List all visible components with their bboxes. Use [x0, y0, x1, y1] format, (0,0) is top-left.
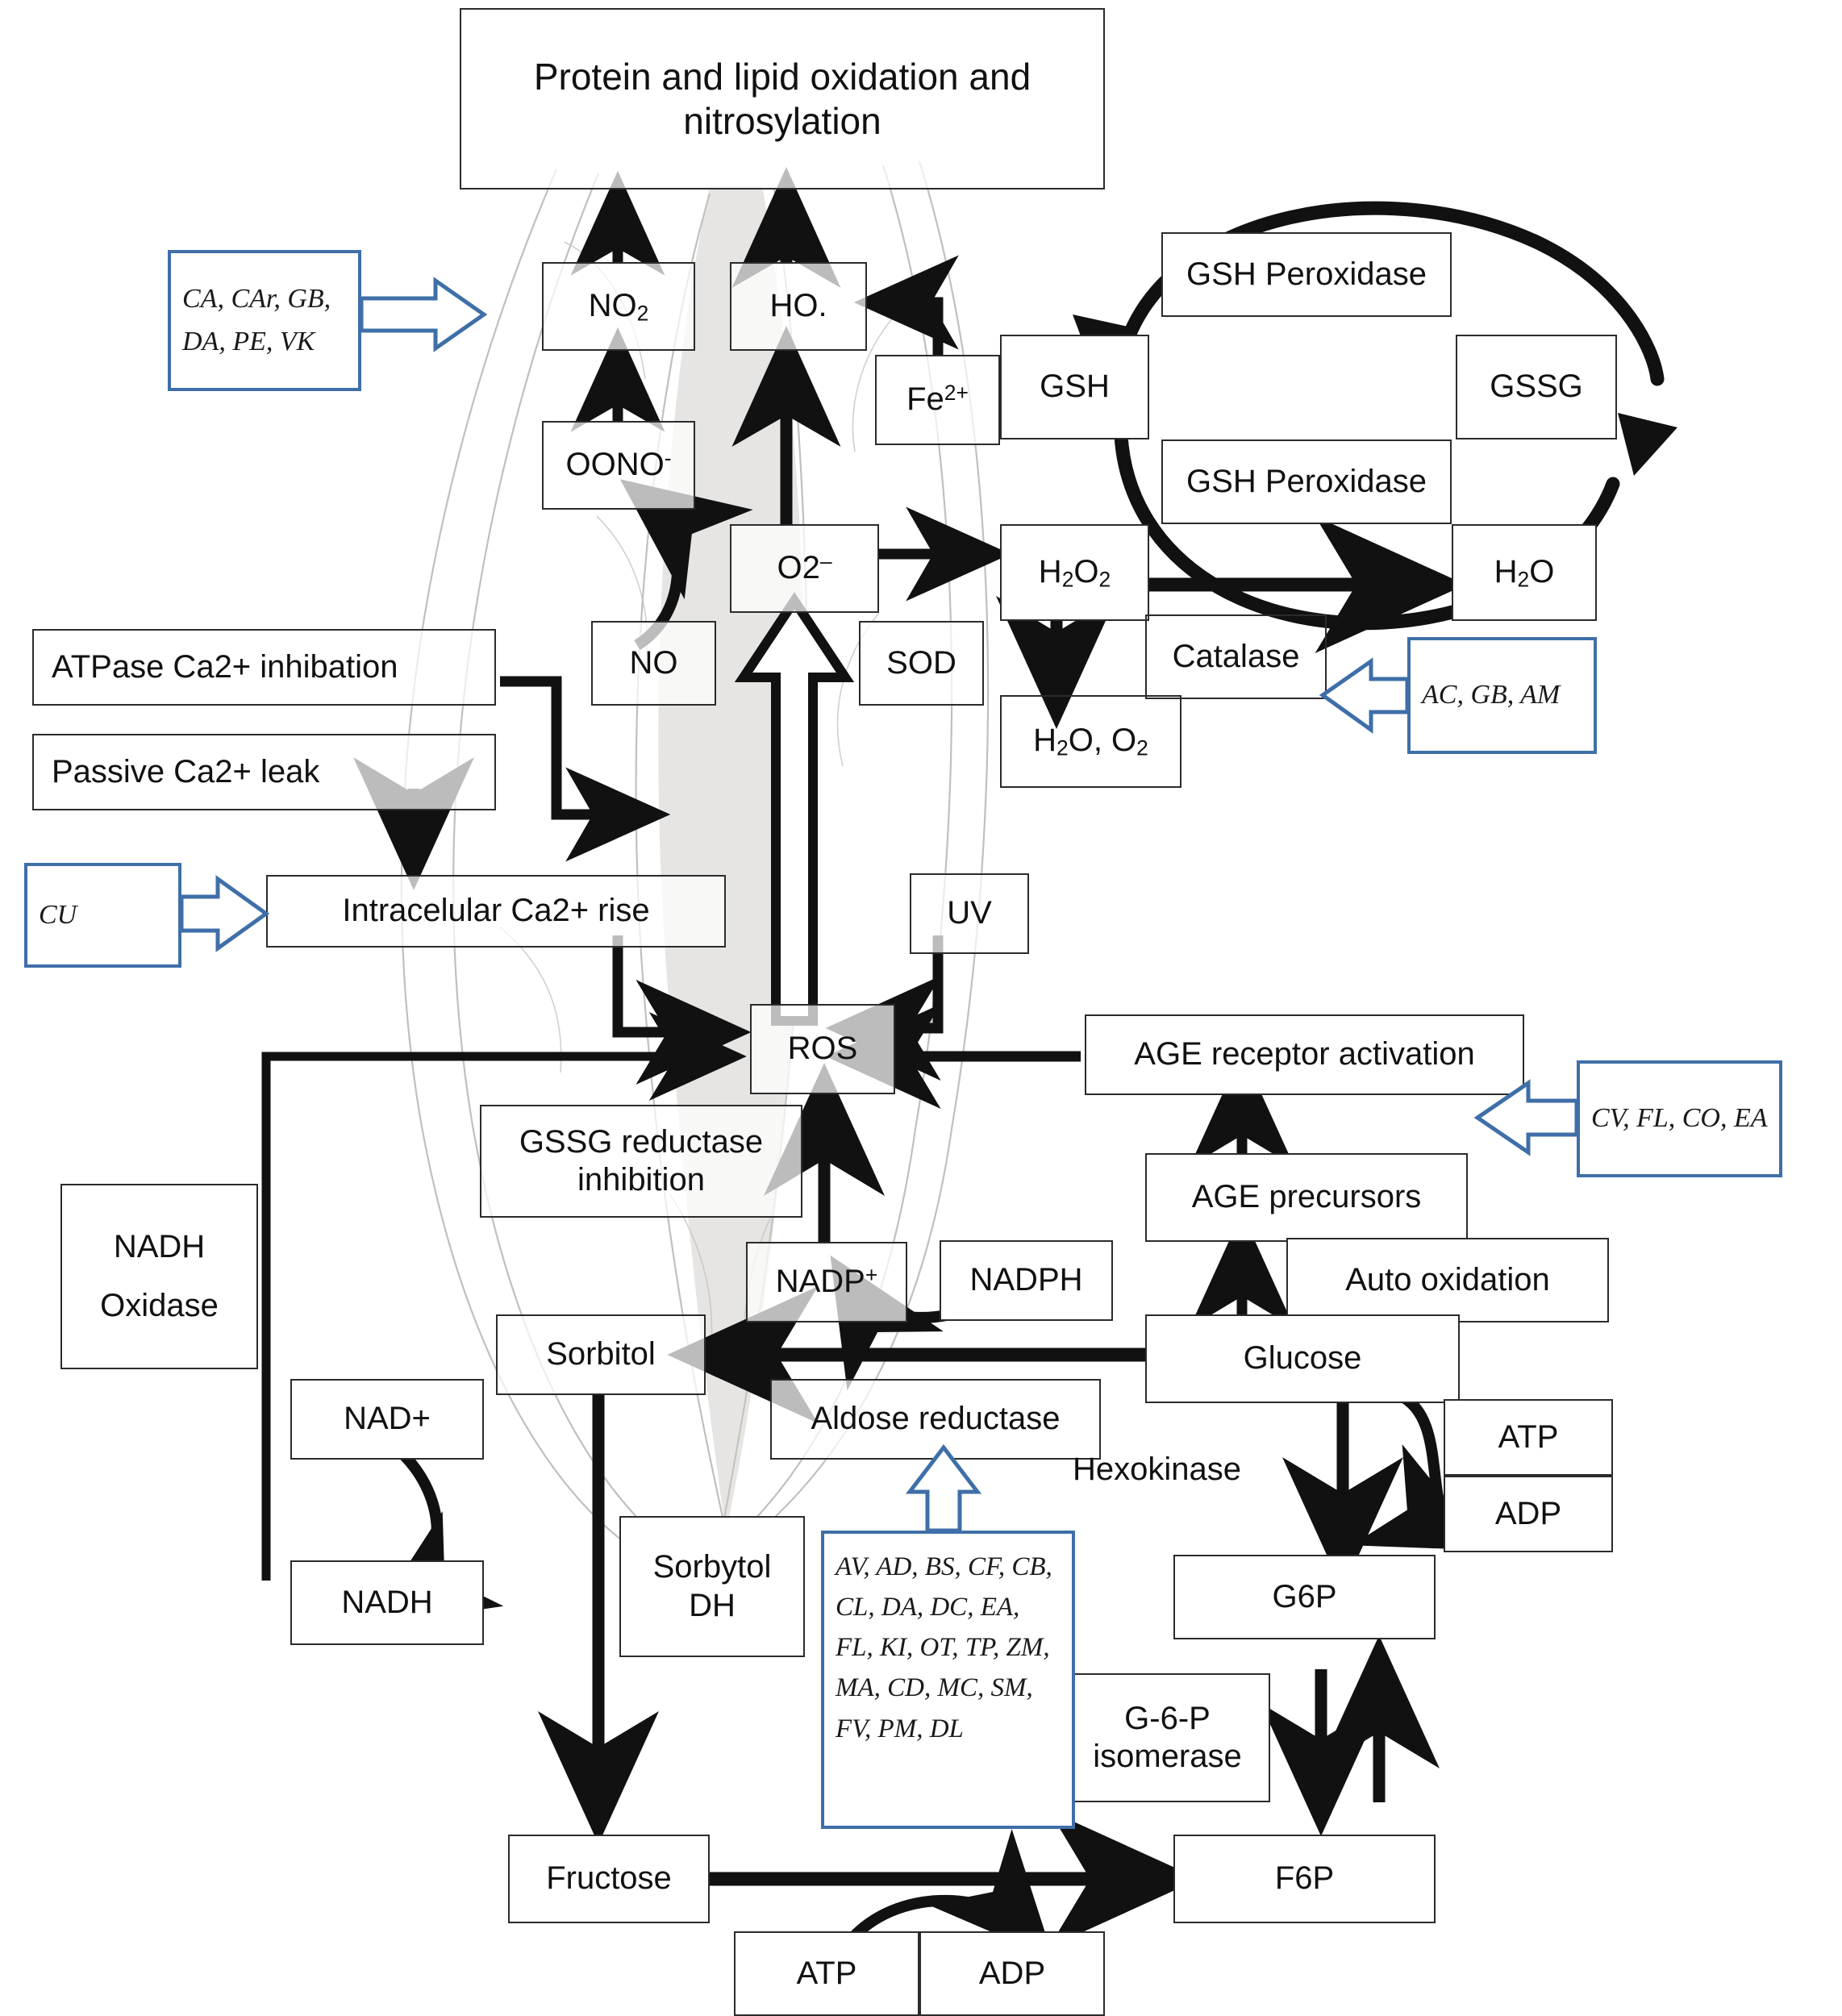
- callout-top-left: CA, CAr, GB, DA, PE, VK: [168, 250, 361, 391]
- box-label: GSSG: [1490, 369, 1583, 405]
- box-label: ADP: [1494, 1495, 1562, 1531]
- box-label: G-6-P: [1124, 1700, 1211, 1736]
- box-age-receptor-activation: AGE receptor activation: [1085, 1014, 1524, 1095]
- blue-arrow-catalase: [1319, 657, 1410, 734]
- box-gsh-peroxidase-top: GSH Peroxidase: [1161, 232, 1452, 317]
- box-label: ADP: [978, 1955, 1046, 1991]
- callout-age: CV, FL, CO, EA: [1577, 1060, 1782, 1177]
- callout-text: AC, GB, AM: [1422, 680, 1561, 710]
- blue-arrow-aldose: [905, 1443, 982, 1533]
- box-label: Auto oxidation: [1345, 1261, 1550, 1297]
- box-label: F6P: [1274, 1860, 1335, 1897]
- box-catalase: Catalase: [1145, 614, 1327, 699]
- blue-arrow-cu: [179, 875, 270, 952]
- callout-text: AV, AD, BS, CF, CB, CL, DA, DC, EA, FL, …: [836, 1552, 1052, 1743]
- callout-text: CA, CAr, GB, DA, PE, VK: [182, 283, 331, 356]
- box-gsh: GSH: [1000, 335, 1149, 439]
- box-g6p-isomerase: G-6-P isomerase: [1065, 1673, 1270, 1802]
- blue-arrow-age: [1473, 1079, 1579, 1156]
- box-label: Catalase: [1172, 638, 1300, 674]
- box-glucose: Glucose: [1145, 1314, 1460, 1403]
- box-atp-fructose: ATP: [734, 1931, 919, 2016]
- box-water: H2O: [1452, 524, 1597, 621]
- box-label: H2O: [1494, 553, 1555, 592]
- box-label: Passive Ca2+ leak: [52, 753, 320, 789]
- box-label: Fructose: [546, 1860, 672, 1897]
- box-nadh-oxidase: NADH Oxidase: [60, 1184, 258, 1369]
- box-label: Protein and lipid oxidation and nitrosyl…: [533, 56, 1031, 142]
- box-label: NADH: [113, 1228, 206, 1264]
- box-gssg: GSSG: [1456, 335, 1617, 439]
- callout-text: CU: [39, 899, 77, 930]
- box-label: ATPase Ca2+ inhibation: [52, 648, 398, 685]
- gsh-arrow-head-right: [1618, 413, 1677, 476]
- box-label: GSH: [1040, 369, 1110, 405]
- callout-text: CV, FL, CO, EA: [1591, 1103, 1768, 1134]
- box-gsh-peroxidase-bottom: GSH Peroxidase: [1161, 439, 1452, 524]
- box-fructose: Fructose: [508, 1835, 710, 1923]
- box-label: GSH Peroxidase: [1186, 256, 1427, 292]
- box-label: H2O2: [1038, 553, 1111, 592]
- box-label-2: isomerase: [1093, 1739, 1242, 1774]
- label-hexokinase: Hexokinase: [1073, 1452, 1242, 1487]
- blue-arrow-top-left: [359, 277, 488, 352]
- box-label: Glucose: [1243, 1340, 1362, 1377]
- box-label-2: DH: [689, 1587, 736, 1623]
- box-label: ATP: [796, 1955, 857, 1991]
- box-protein-lipid-oxidation: Protein and lipid oxidation and nitrosyl…: [460, 8, 1105, 190]
- box-label: ATP: [1498, 1418, 1559, 1455]
- box-label: GSH Peroxidase: [1186, 463, 1427, 499]
- box-label: AGE precursors: [1191, 1179, 1422, 1215]
- box-label-2: Oxidase: [100, 1288, 219, 1323]
- callout-cu: CU: [24, 863, 181, 968]
